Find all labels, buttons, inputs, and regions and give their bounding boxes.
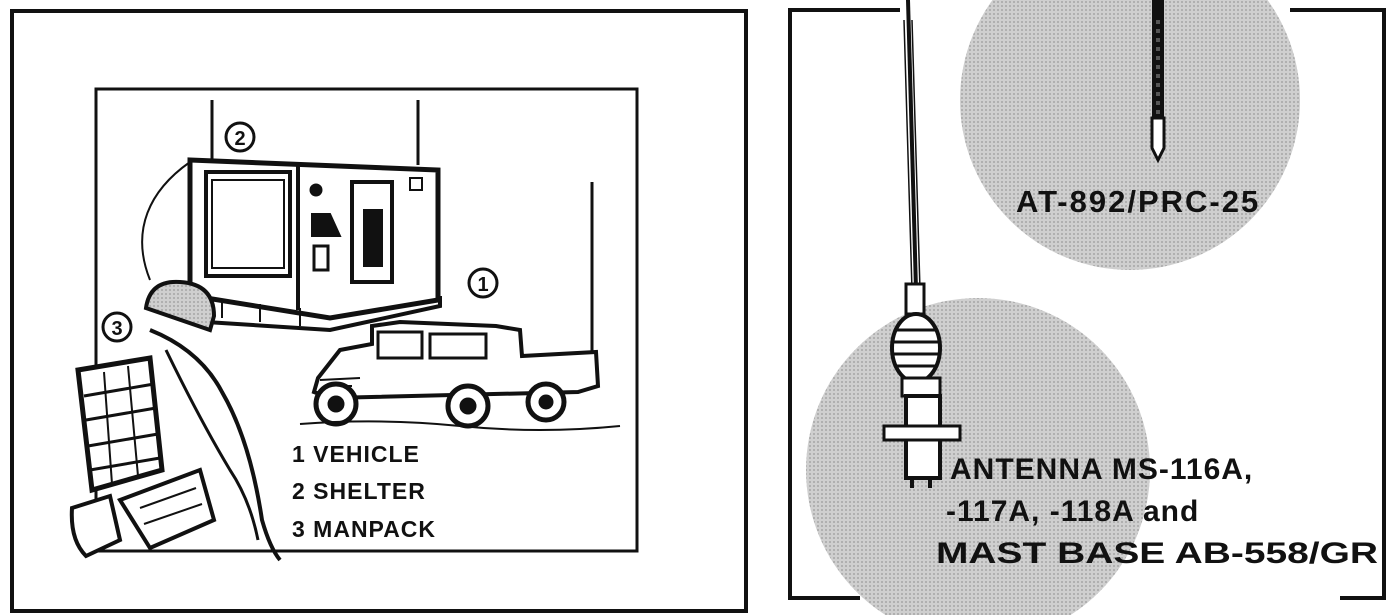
legend-item-manpack: 3 MANPACK <box>292 516 436 542</box>
callout-3-text: 3 <box>111 318 122 340</box>
callout-2: 2 <box>226 123 254 151</box>
antenna-label-line-2: -117A, -118A and <box>946 495 1199 528</box>
top-halftone-disc <box>960 0 1300 270</box>
antenna-label-line-1: ANTENNA MS-116A, <box>950 453 1253 486</box>
at892-antenna-illustration <box>1152 0 1164 160</box>
callout-3: 3 <box>103 313 131 341</box>
callout-1: 1 <box>469 269 497 297</box>
legend-item-shelter: 2 SHELTER <box>292 478 426 504</box>
callout-2-text: 2 <box>234 128 245 150</box>
left-panel: 1 2 3 1 VEHICLE 2 SHELTER 3 MANPACK <box>12 11 746 611</box>
legend: 1 VEHICLE 2 SHELTER 3 MANPACK <box>292 441 436 542</box>
antenna-label-line-3: MAST BASE AB-558/GR <box>936 537 1378 570</box>
callout-1-text: 1 <box>477 274 488 296</box>
right-panel: AT-892/PRC-25 ANTENNA MS-116A, -117A, -1… <box>790 0 1384 615</box>
connecting-cable <box>142 162 190 280</box>
at892-label: AT-892/PRC-25 <box>1016 184 1260 219</box>
legend-item-vehicle: 1 VEHICLE <box>292 441 420 467</box>
